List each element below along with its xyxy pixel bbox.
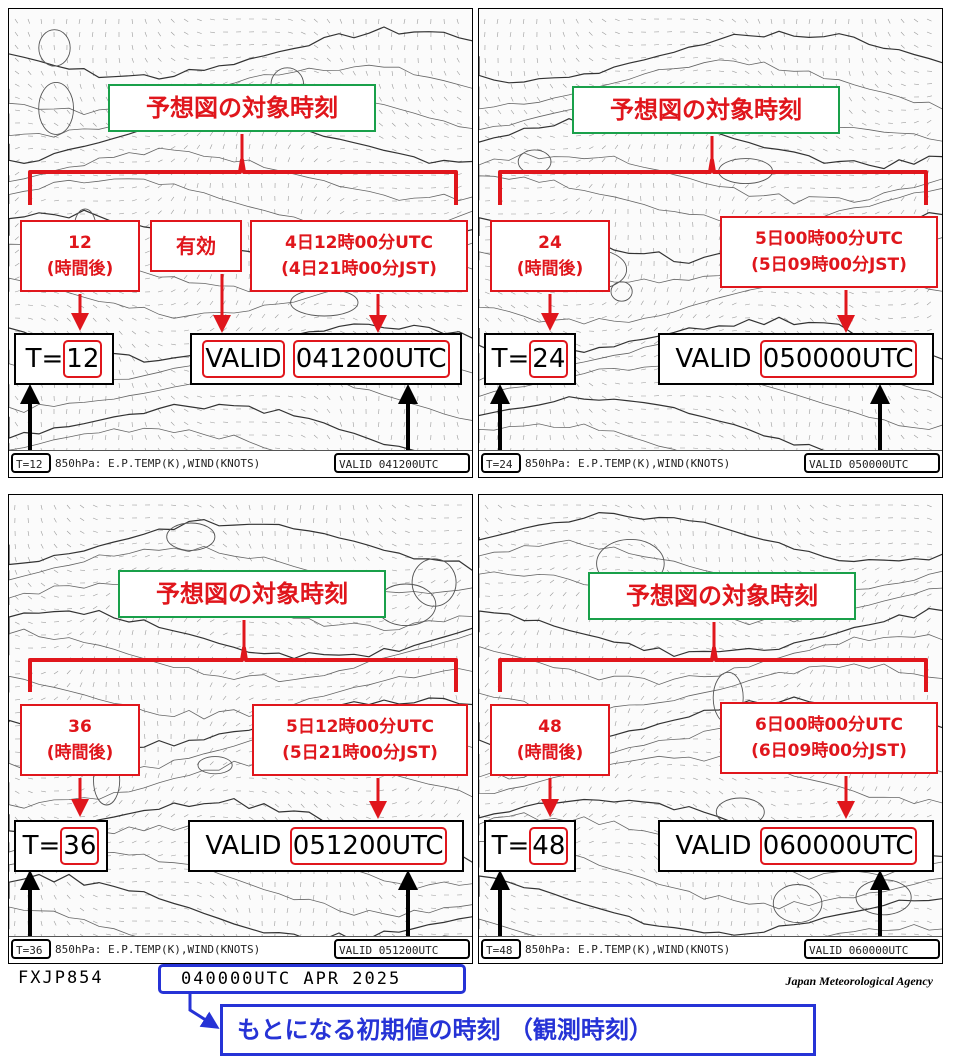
caption-valid-time: VALID 051200UTC (334, 939, 470, 959)
valid-code: 060000UTC (759, 827, 917, 865)
valid-time-utc: 5日00時00分UTC (754, 229, 904, 249)
valid-word: VALID (202, 340, 285, 378)
initial-time: 040000UTC APR 2025 (181, 969, 402, 989)
elapsed-hours: 36 (68, 717, 92, 737)
target-time-banner: 予想図の対象時刻 (118, 570, 386, 618)
valid-time-box: 4日12時00分UTC (4日21時00分JST) (250, 220, 468, 292)
panel-caption: T=12 850hPa: E.P.TEMP(K),WIND(KNOTS) VAL… (9, 450, 472, 477)
elapsed-hours-box: 24 (時間後) (490, 220, 610, 292)
t-prefix: T= (22, 831, 61, 861)
forecast-hour-box: T=48 (484, 820, 576, 872)
panel-caption: T=48 850hPa: E.P.TEMP(K),WIND(KNOTS) VAL… (479, 936, 942, 963)
elapsed-hours: 12 (68, 233, 92, 253)
valid-code-box: VALID 041200UTC (190, 333, 462, 385)
valid-code: 050000UTC (759, 340, 917, 378)
elapsed-hours-box: 36 (時間後) (20, 704, 140, 776)
valid-time-box: 6日00時00分UTC (6日09時00分JST) (720, 702, 938, 774)
caption-forecast-hour: T=48 (481, 939, 521, 959)
target-time-banner: 予想図の対象時刻 (588, 572, 856, 620)
valid-word: VALID (675, 344, 752, 374)
forecast-hour-value: 36 (60, 827, 100, 865)
valid-code-box: VALID 060000UTC (658, 820, 934, 872)
elapsed-hours: 24 (538, 233, 562, 253)
valid-time-utc: 5日12時00分UTC (285, 717, 435, 737)
valid-code: 041200UTC (292, 340, 450, 378)
caption-description: 850hPa: E.P.TEMP(K),WIND(KNOTS) (55, 943, 261, 956)
valid-word: VALID (675, 831, 752, 861)
caption-valid-time: VALID 050000UTC (804, 453, 940, 473)
valid-label-box: 有効 (150, 220, 242, 272)
caption-description: 850hPa: E.P.TEMP(K),WIND(KNOTS) (55, 457, 261, 470)
target-time-banner: 予想図の対象時刻 (572, 86, 840, 134)
valid-word: VALID (205, 831, 282, 861)
panel-caption: T=36 850hPa: E.P.TEMP(K),WIND(KNOTS) VAL… (9, 936, 472, 963)
valid-time-jst: (6日09時00分JST) (751, 741, 907, 761)
caption-forecast-hour: T=36 (11, 939, 51, 959)
elapsed-hours-suffix: (時間後) (516, 259, 584, 279)
initial-time-box: 040000UTC APR 2025 (158, 964, 466, 994)
caption-valid-time: VALID 041200UTC (334, 453, 470, 473)
valid-time-jst: (4日21時00分JST) (281, 259, 437, 279)
forecast-hour-box: T=12 (14, 333, 114, 385)
valid-code-box: VALID 051200UTC (188, 820, 464, 872)
valid-time-jst: (5日09時00分JST) (751, 255, 907, 275)
caption-description: 850hPa: E.P.TEMP(K),WIND(KNOTS) (525, 457, 731, 470)
initial-time-explanation: もとになる初期値の時刻 （観測時刻） (220, 1004, 816, 1056)
forecast-hour-value: 48 (529, 827, 569, 865)
valid-time-box: 5日12時00分UTC (5日21時00分JST) (252, 704, 468, 776)
t-prefix: T= (491, 344, 530, 374)
elapsed-hours-suffix: (時間後) (46, 743, 114, 763)
target-time-banner: 予想図の対象時刻 (108, 84, 376, 132)
forecast-hour-value: 12 (63, 340, 103, 378)
chart-code: FXJP854 (18, 968, 104, 988)
blue-arrow (188, 994, 220, 1029)
caption-valid-time: VALID 060000UTC (804, 939, 940, 959)
caption-description: 850hPa: E.P.TEMP(K),WIND(KNOTS) (525, 943, 731, 956)
elapsed-hours-suffix: (時間後) (46, 259, 114, 279)
valid-code-box: VALID 050000UTC (658, 333, 934, 385)
elapsed-hours-suffix: (時間後) (516, 743, 584, 763)
valid-time-utc: 4日12時00分UTC (284, 233, 434, 253)
forecast-hour-box: T=36 (14, 820, 108, 872)
forecast-hour-box: T=24 (484, 333, 576, 385)
valid-time-utc: 6日00時00分UTC (754, 715, 904, 735)
forecast-hour-value: 24 (529, 340, 569, 378)
caption-forecast-hour: T=12 (11, 453, 51, 473)
caption-forecast-hour: T=24 (481, 453, 521, 473)
valid-time-jst: (5日21時00分JST) (282, 743, 438, 763)
t-prefix: T= (25, 344, 64, 374)
elapsed-hours-box: 48 (時間後) (490, 704, 610, 776)
elapsed-hours: 48 (538, 717, 562, 737)
valid-time-box: 5日00時00分UTC (5日09時00分JST) (720, 216, 938, 288)
agency-name: Japan Meteorological Agency (785, 974, 933, 988)
elapsed-hours-box: 12 (時間後) (20, 220, 140, 292)
t-prefix: T= (491, 831, 530, 861)
valid-code: 051200UTC (289, 827, 447, 865)
panel-caption: T=24 850hPa: E.P.TEMP(K),WIND(KNOTS) VAL… (479, 450, 942, 477)
